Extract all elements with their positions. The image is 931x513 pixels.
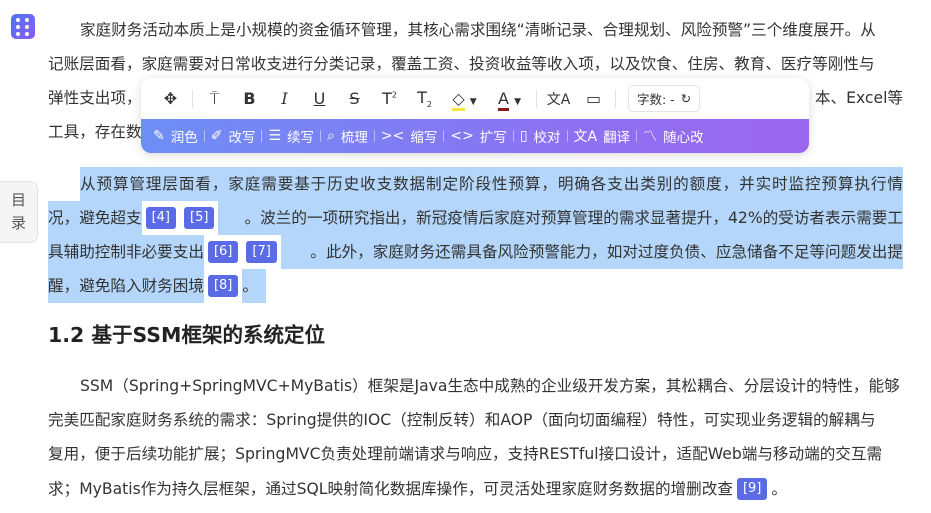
paragraph-line: 工具，存在数 — [48, 115, 903, 149]
ai-shorten-button[interactable]: ><缩写 — [380, 128, 438, 146]
ai-expand-button[interactable]: <>扩写 — [450, 128, 507, 146]
paragraph-line: 复用，便于后续功能扩展；SpringMVC负责处理前端请求与响应，支持RESTf… — [48, 437, 903, 471]
underline-icon[interactable]: U — [313, 89, 326, 108]
paragraph-line: 家庭财务活动本质上是小规模的资金循环管理，其核心需求围绕“清晰记录、合理规划、风… — [48, 13, 903, 47]
toc-toggle-button[interactable]: 目 录 — [0, 181, 38, 243]
selected-text[interactable]: 。 — [242, 269, 266, 303]
citation-badge[interactable]: [6] — [203, 235, 243, 269]
toc-label: 目 — [10, 191, 26, 209]
text: 家庭财务活动本质上是小规模的资金循环管理，其核心需求围绕“清晰记录、合理规划、风… — [80, 21, 876, 39]
citation-badge[interactable]: [7] — [242, 235, 281, 269]
toc-label: 录 — [10, 214, 26, 232]
paragraph-line: 记账层面看，家庭需要对日常收支进行分类记录，覆盖工资、投资收益等收入项，以及饮食… — [48, 47, 903, 81]
selected-text[interactable]: 醒，避免陷入财务困境 — [48, 269, 204, 303]
shrink-icon: >< — [380, 128, 405, 144]
ai-polish-button[interactable]: ✎润色 — [153, 128, 198, 146]
drag-handle-icon[interactable]: ✥ — [163, 89, 178, 108]
text: 。 — [771, 480, 787, 498]
font-color-icon[interactable]: A ▼ — [487, 89, 532, 111]
app-menu-icon[interactable] — [11, 14, 35, 39]
polish-icon: ✎ — [153, 128, 165, 144]
paragraph-line: SSM（Spring+SpringMVC+MyBatis）框架是Java生态中成… — [48, 369, 903, 403]
subscript-icon[interactable]: T2 — [417, 87, 432, 110]
text: 工具，存在数 — [48, 123, 142, 141]
text: SSM（Spring+SpringMVC+MyBatis）框架是Java生态中成… — [80, 377, 900, 395]
format-painter-icon[interactable]: ⍑ — [209, 88, 220, 108]
highlight-color-icon[interactable]: ◇ ▼ — [442, 89, 487, 111]
text: 求；MyBatis作为持久层框架，通过SQL映射简化数据库操作，可灵活处理家庭财… — [48, 480, 733, 498]
selected-text[interactable]: 具辅助控制非必要支出 — [48, 243, 204, 261]
citation-badge[interactable]: [8] — [203, 269, 243, 303]
document-check-icon: ▯ — [519, 128, 528, 144]
ai-proofread-button[interactable]: ▯校对 — [519, 128, 561, 146]
text: 完美匹配家庭财务系统的需求：Spring提供的IOC（控制反转）和AOP（面向切… — [48, 411, 876, 429]
section-heading: 1.2 基于SSM框架的系统定位 — [48, 323, 325, 347]
ai-freeform-button[interactable]: 〽随心改 — [637, 126, 710, 146]
bold-icon[interactable]: B — [243, 89, 256, 108]
refresh-icon[interactable]: ↻ — [680, 91, 692, 106]
text: 复用，便于后续功能扩展；SpringMVC负责处理前端请求与响应，支持RESTf… — [48, 445, 883, 463]
paragraph-line: 从预算管理层面看，家庭需要基于历史收支数据制定阶段性预算，明确各支出类别的额度，… — [48, 167, 903, 201]
expand-icon: <> — [450, 128, 474, 144]
text: 弹性支出项， — [48, 89, 142, 107]
strikethrough-icon[interactable]: S — [349, 89, 360, 108]
text: 本、Excel等 — [814, 89, 903, 107]
word-count: 字数: - ↻ — [628, 85, 701, 112]
ai-rewrite-button[interactable]: ✐改写 — [210, 128, 256, 146]
italic-icon[interactable]: I — [281, 89, 288, 108]
superscript-icon[interactable]: T2 — [382, 89, 397, 108]
paragraph-line: 求；MyBatis作为持久层框架，通过SQL映射简化数据库操作，可灵活处理家庭财… — [48, 472, 903, 506]
ai-continue-button[interactable]: ☰续写 — [268, 128, 315, 146]
text: 记账层面看，家庭需要对日常收支进行分类记录，覆盖工资、投资收益等收入项，以及饮食… — [48, 55, 875, 73]
comment-icon[interactable]: ▭ — [585, 89, 602, 108]
selected-text[interactable]: 。波兰的一项研究指出，新冠疫情后家庭对预算管理的需求显著提升，42%的受访者表示… — [244, 209, 903, 227]
citation-badge[interactable]: [5] — [180, 201, 219, 235]
paragraph-line: 醒，避免陷入财务困境 [8] 。 — [48, 269, 266, 303]
paragraph-line: 完美匹配家庭财务系统的需求：Spring提供的IOC（控制反转）和AOP（面向切… — [48, 403, 903, 437]
word-count-label: 字数: - — [637, 92, 675, 107]
freehand-icon: 〽 — [643, 129, 658, 145]
paragraph-line: 况，避免超支 [4] [5] 。波兰的一项研究指出，新冠疫情后家庭对预算管理的需… — [48, 201, 903, 235]
ai-organize-button[interactable]: ⌕梳理 — [327, 128, 368, 146]
translate-icon: 文A — [573, 129, 598, 145]
citation-badge[interactable]: [9] — [732, 472, 772, 506]
paragraph-line: 弹性支出项， 本、Excel等 — [48, 81, 903, 115]
paragraph-line: 具辅助控制非必要支出 [6] [7] 。此外，家庭财务还需具备风险预警能力，如对… — [48, 235, 903, 269]
continue-icon: ☰ — [268, 128, 282, 144]
selected-text[interactable]: 从预算管理层面看，家庭需要基于历史收支数据制定阶段性预算，明确各支出类别的额度，… — [80, 175, 903, 193]
citation-badge[interactable]: [4] — [141, 201, 180, 235]
selected-text[interactable]: 况，避免超支 — [48, 209, 142, 227]
translate-icon[interactable]: 文A — [546, 91, 571, 108]
organize-icon: ⌕ — [327, 128, 335, 144]
pen-icon: ✐ — [210, 128, 223, 144]
floating-format-toolbar: ✥ ⍑ B I U S T2 T2 ◇ ▼ A ▼ 文A ▭ 字数: - ↻ ✎润… — [141, 78, 809, 153]
selected-text[interactable]: 。此外，家庭财务还需具备风险预警能力，如对过度负债、应急储备不足等问题发出提 — [310, 243, 903, 261]
